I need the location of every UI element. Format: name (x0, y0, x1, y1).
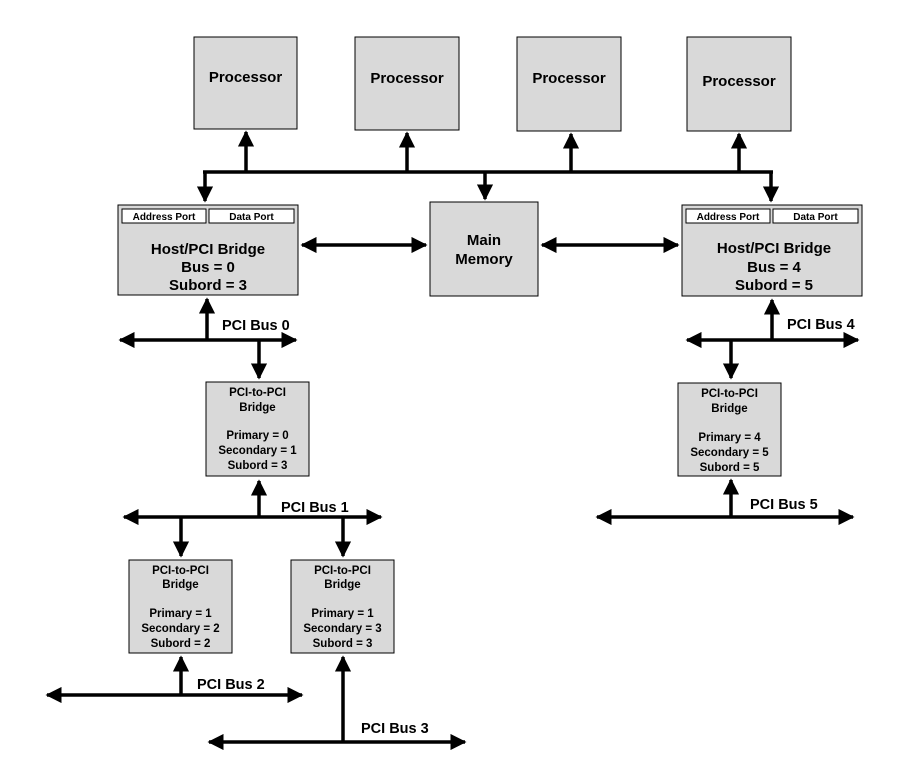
pci-bus-5: PCI Bus 5 (595, 478, 855, 526)
address-port-label: Address Port (133, 212, 196, 223)
processor-label: Processor (532, 70, 606, 87)
host-bridge-subord: Subord = 5 (735, 277, 813, 294)
pci-to-pci-bridge-2: PCI-to-PCI Bridge Primary = 1 Secondary … (128, 559, 233, 654)
bridge-subord: Subord = 3 (313, 638, 373, 650)
bridge-title: PCI-to-PCI (152, 565, 209, 577)
host-bridge-bus: Bus = 4 (747, 259, 801, 276)
processor-label: Processor (209, 69, 283, 86)
pci-bus-3-label: PCI Bus 3 (361, 721, 429, 737)
pci-bus-1-label: PCI Bus 1 (281, 500, 349, 516)
processor-3: Processor (516, 36, 622, 132)
pci-bus-0: PCI Bus 0 (118, 297, 298, 380)
bridge-title: PCI-to-PCI (229, 387, 286, 399)
address-port-label: Address Port (697, 212, 760, 223)
host-bridge-title: Host/PCI Bridge (151, 241, 265, 258)
bridge-subord: Subord = 5 (700, 462, 760, 474)
processor-label: Processor (370, 70, 444, 87)
pci-to-pci-bridge-4: PCI-to-PCI Bridge Primary = 4 Secondary … (677, 382, 782, 477)
bridge-secondary: Secondary = 1 (218, 445, 297, 457)
host-pci-bridge-right: Address Port Data Port Host/PCI Bridge B… (681, 204, 863, 297)
pci-bus-1: PCI Bus 1 (122, 479, 383, 558)
processor-4: Processor (686, 36, 792, 132)
host-bridge-subord: Subord = 3 (169, 277, 247, 294)
bridge-subord: Subord = 3 (228, 460, 288, 472)
pci-bus-3: PCI Bus 3 (207, 655, 467, 751)
data-port (208, 208, 295, 224)
processor-1: Processor (193, 36, 298, 130)
pci-to-pci-bridge-1: PCI-to-PCI Bridge Primary = 0 Secondary … (205, 381, 310, 477)
bridge-secondary: Secondary = 3 (303, 623, 381, 635)
pci-bus-5-label: PCI Bus 5 (750, 497, 818, 513)
address-port (121, 208, 207, 224)
bridge-primary: Primary = 1 (149, 608, 212, 620)
data-port-label: Data Port (793, 212, 838, 223)
pci-bus-4-label: PCI Bus 4 (787, 317, 855, 333)
bridge-title: PCI-to-PCI (314, 565, 371, 577)
bridge-title: PCI-to-PCI (701, 388, 758, 400)
main-memory-line1: Main (467, 232, 501, 249)
data-port (772, 208, 859, 224)
bridge-title: Bridge (239, 402, 275, 414)
bridge-title: Bridge (324, 579, 360, 591)
processor-bus (196, 130, 780, 203)
data-port-label: Data Port (229, 212, 274, 223)
processor-2: Processor (354, 36, 460, 131)
pci-bus-2: PCI Bus 2 (45, 655, 304, 704)
bridge-primary: Primary = 1 (311, 608, 374, 620)
pci-bus-4: PCI Bus 4 (685, 298, 860, 380)
bridge-title: Bridge (162, 579, 198, 591)
bridge-primary: Primary = 4 (698, 432, 761, 444)
bridge-secondary: Secondary = 2 (141, 623, 219, 635)
host-pci-bridge-left: Address Port Data Port Host/PCI Bridge B… (117, 204, 299, 296)
main-memory: Main Memory (429, 201, 539, 297)
bridge-title: Bridge (711, 403, 747, 415)
main-memory-line2: Memory (455, 251, 513, 268)
processor-label: Processor (702, 73, 776, 90)
pci-to-pci-bridge-3: PCI-to-PCI Bridge Primary = 1 Secondary … (290, 559, 395, 654)
pci-bus-0-label: PCI Bus 0 (222, 318, 290, 334)
host-bridge-bus: Bus = 0 (181, 259, 235, 276)
bridge-secondary: Secondary = 5 (690, 447, 769, 459)
host-bridge-title: Host/PCI Bridge (717, 240, 831, 257)
pci-bus-2-label: PCI Bus 2 (197, 677, 265, 693)
bridge-primary: Primary = 0 (226, 430, 288, 442)
bridge-subord: Subord = 2 (151, 638, 211, 650)
address-port (685, 208, 771, 224)
